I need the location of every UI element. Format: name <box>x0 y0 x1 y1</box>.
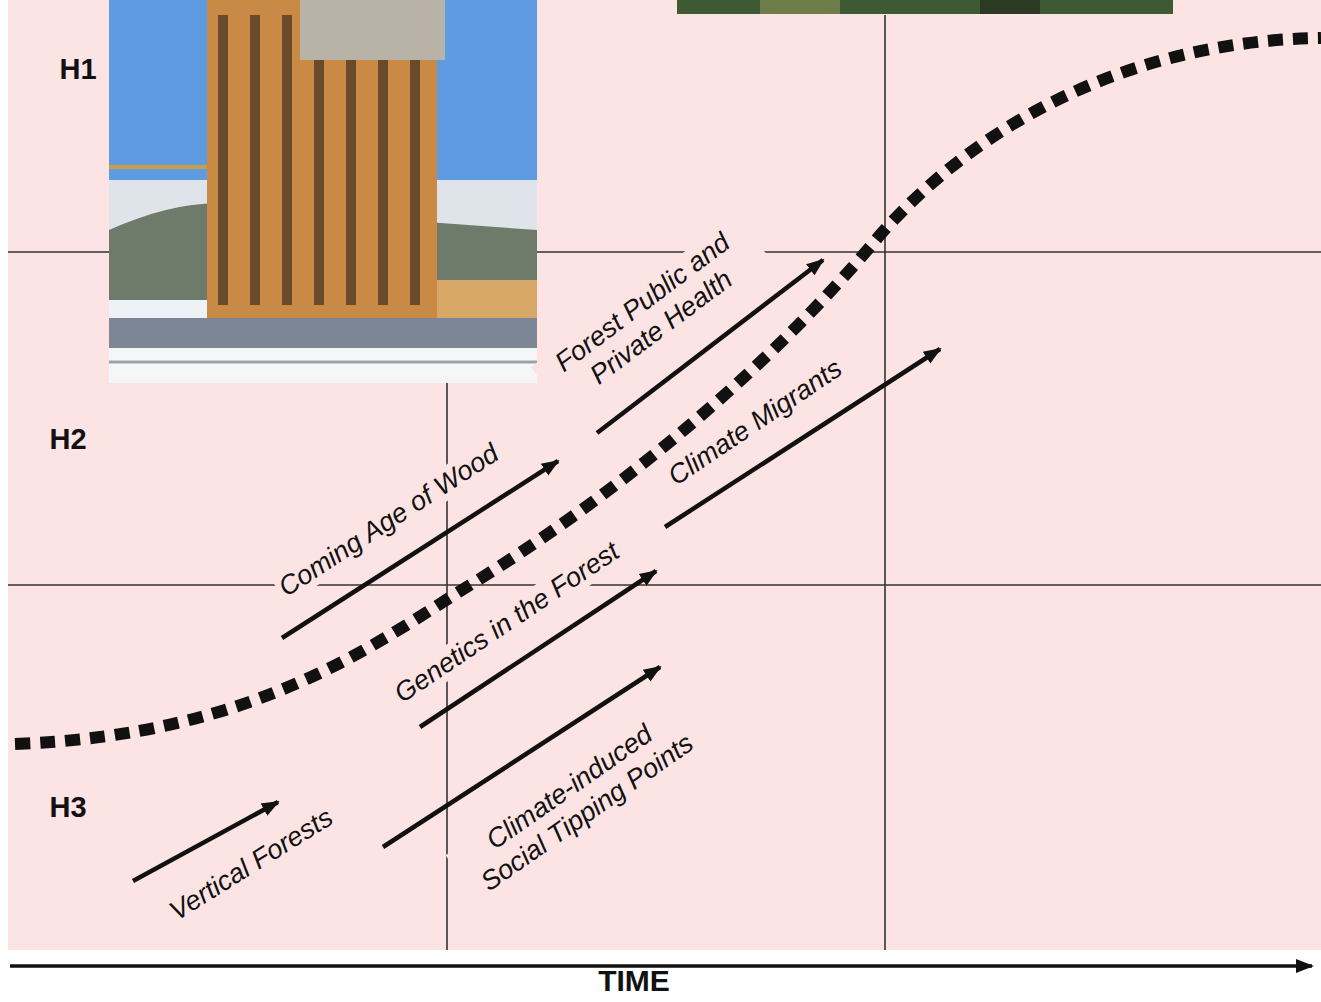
horizon-label: H2 <box>49 423 86 456</box>
horizon-label: H3 <box>49 791 86 824</box>
axis-label: TIME <box>598 964 670 999</box>
horizon-label: H1 <box>59 53 96 86</box>
forest-photo <box>677 0 1173 14</box>
tower-photo <box>109 0 537 383</box>
background <box>8 0 1321 950</box>
trend-arrows <box>133 260 940 881</box>
s-curve <box>15 38 1321 744</box>
